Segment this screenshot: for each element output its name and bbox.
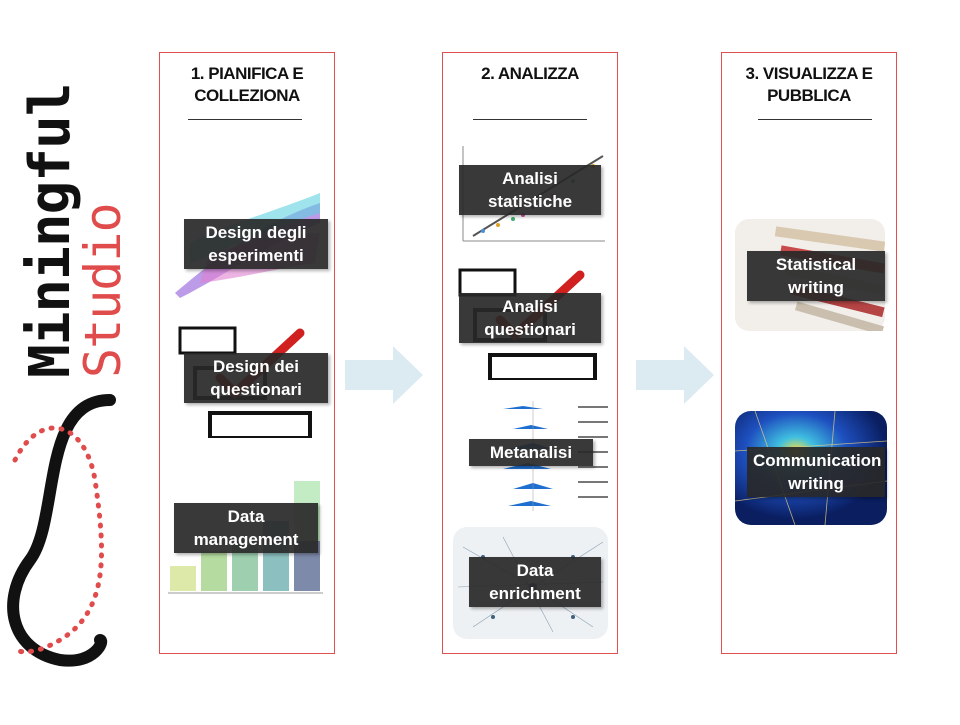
column-title: 1. PIANIFICA E COLLEZIONA <box>190 64 304 105</box>
item-label: Metanalisi <box>469 439 593 466</box>
divider <box>758 119 872 120</box>
item-label: Design degli esperimenti <box>184 219 328 269</box>
item-label: Design dei questionari <box>184 353 328 403</box>
divider <box>188 119 302 120</box>
item-label: Communication writing <box>747 447 885 497</box>
column-visualize-publish: 3. VISUALIZZA E PUBBLICA Statistical wri… <box>721 52 897 654</box>
arrow-right-icon <box>636 346 714 404</box>
brand-subtitle: Studio <box>74 203 132 378</box>
divider <box>473 119 587 120</box>
arrow-right-icon <box>345 346 423 404</box>
column-analyze: 2. ANALIZZA Analisi statistiche Analisi … <box>442 52 618 654</box>
item-label: Analisi questionari <box>459 293 601 343</box>
item-label: Data management <box>174 503 318 553</box>
item-label: Analisi statistiche <box>459 165 601 215</box>
column-plan-collect: 1. PIANIFICA E COLLEZIONA Design degli e… <box>159 52 335 654</box>
column-title: 2. ANALIZZA <box>481 64 579 83</box>
sine-wave-icon <box>7 394 116 667</box>
brand-logo <box>0 0 140 720</box>
item-label: Data enrichment <box>469 557 601 607</box>
column-title: 3. VISUALIZZA E PUBBLICA <box>745 64 873 105</box>
item-label: Statistical writing <box>747 251 885 301</box>
